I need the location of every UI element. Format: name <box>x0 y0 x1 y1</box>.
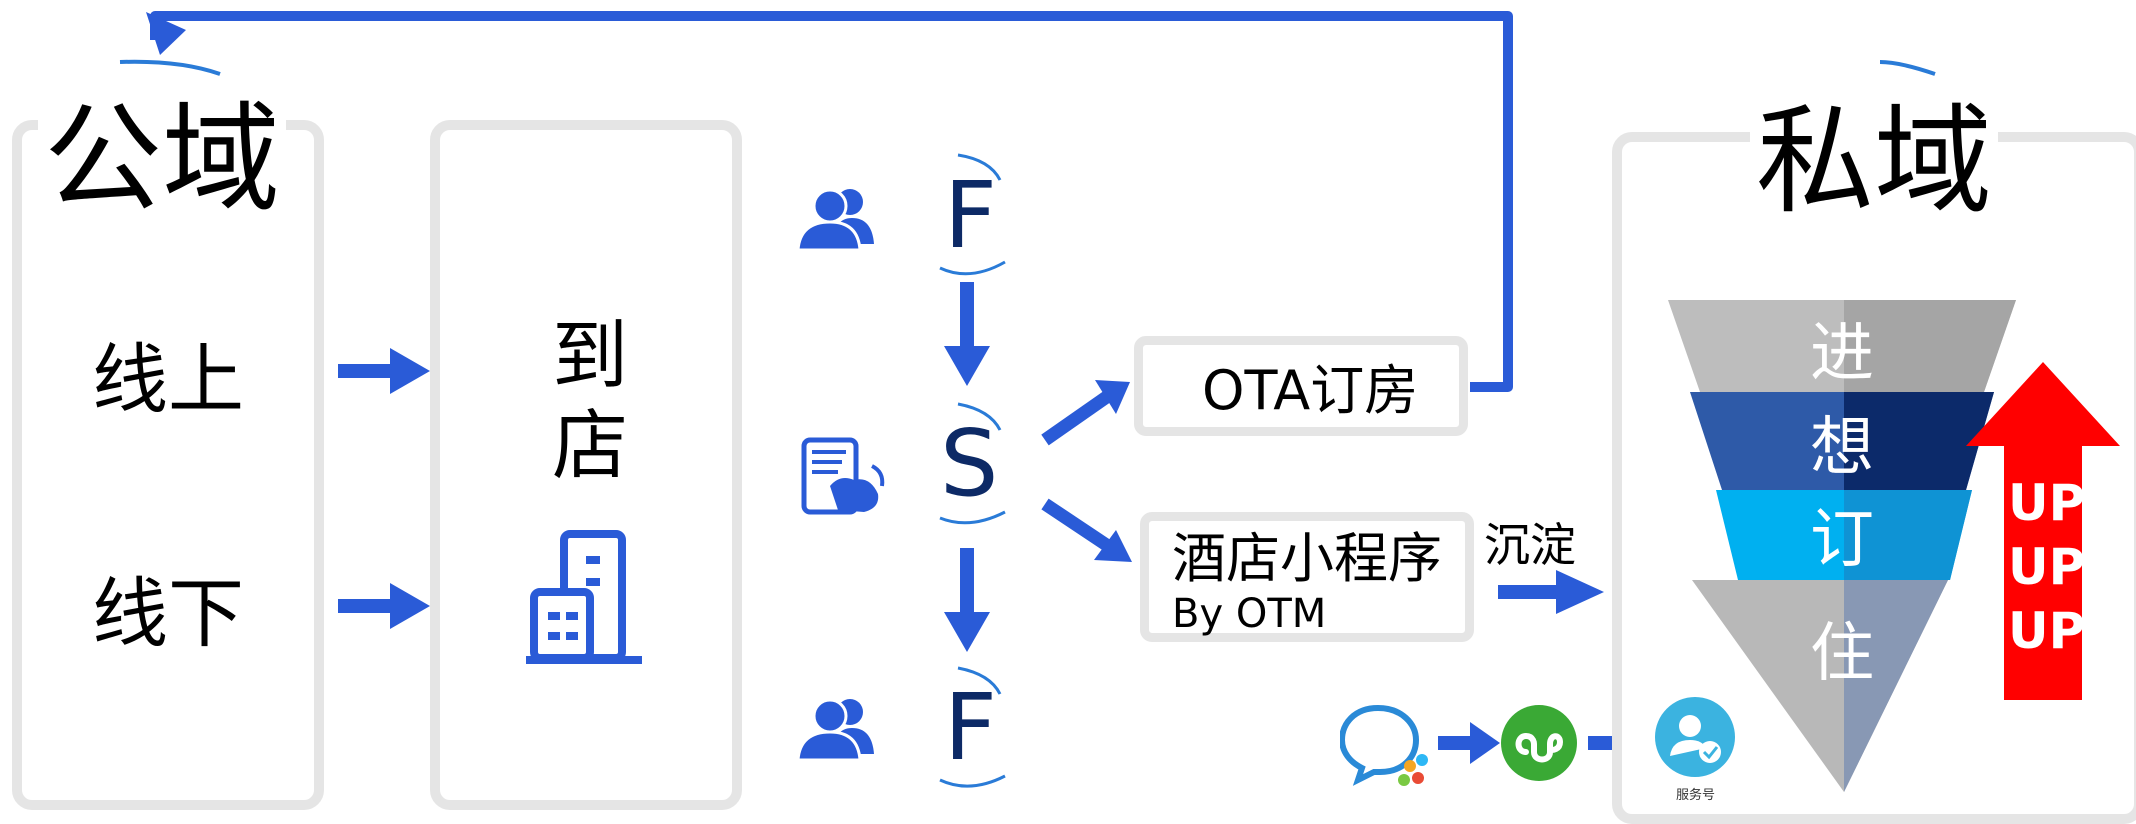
service-account-caption: 服务号 <box>1676 788 1716 803</box>
up-label-1: UP <box>2008 474 2086 532</box>
title-arc-private-top <box>1879 60 1936 76</box>
online-label: 线上 <box>92 335 244 424</box>
arrow-online-to-store <box>338 348 430 394</box>
to-store-label-line2: 店 <box>552 401 628 490</box>
people-icon-bottom <box>796 698 874 762</box>
mini-program-icon <box>1501 705 1577 781</box>
hotel-mini-program-sublabel: By OTM <box>1172 591 1327 637</box>
ota-booking-box <box>1134 336 1468 436</box>
hotel-mini-program-box <box>1140 512 1474 642</box>
up-label-3: UP <box>2008 602 2086 660</box>
funnel-label-book: 订 <box>1810 503 1874 577</box>
ota-booking-label: OTA订房 <box>1202 359 1419 422</box>
public-domain-panel <box>12 120 324 810</box>
arrow-settle-to-private <box>1498 570 1604 614</box>
conversion-funnel <box>1668 300 2016 792</box>
settle-label: 沉淀 <box>1484 518 1576 572</box>
service-account-icon <box>1655 697 1735 777</box>
wechat-work-icon <box>1340 704 1428 786</box>
letter-arc-s-bottom <box>939 510 1006 525</box>
funnel-label-stay: 住 <box>1810 617 1874 691</box>
hotel-mini-program-label: 酒店小程序 <box>1172 527 1442 590</box>
arrow-s-to-ota <box>1041 380 1130 446</box>
arrow-f-to-s <box>944 282 990 386</box>
arrow-offline-to-store <box>338 583 430 629</box>
public-domain-title: 公域 <box>38 100 287 218</box>
title-arc-public-top <box>119 59 221 76</box>
flow-letter-f-top: F <box>944 162 997 269</box>
letter-arc-f2-bottom <box>939 774 1006 788</box>
flow-letter-s: S <box>940 410 999 517</box>
letter-arc-f2-top <box>957 666 1002 695</box>
letter-arc-f1-bottom <box>939 260 1006 276</box>
to-store-label-line1: 到 <box>552 311 628 400</box>
tablet-touch-icon <box>801 437 885 515</box>
letter-arc-f1-top <box>957 153 1002 181</box>
up-arrow <box>1966 362 2120 700</box>
arrow-s-to-f <box>944 548 990 652</box>
arrow-s-to-miniprogram <box>1041 498 1132 562</box>
building-icon <box>526 530 642 664</box>
funnel-label-enter: 进 <box>1810 317 1874 391</box>
arrow-wechat-to-miniapp <box>1438 722 1500 764</box>
people-icon-top <box>796 188 874 252</box>
feedback-loop-arrowhead <box>146 12 186 55</box>
funnel-label-want: 想 <box>1810 411 1874 485</box>
up-label-2: UP <box>2008 538 2086 596</box>
offline-label: 线下 <box>92 569 244 658</box>
private-domain-title: 私域 <box>1750 102 1999 220</box>
flow-letter-f-bottom: F <box>944 674 997 781</box>
letter-arc-s-top <box>957 402 1002 431</box>
to-store-panel <box>430 120 742 810</box>
